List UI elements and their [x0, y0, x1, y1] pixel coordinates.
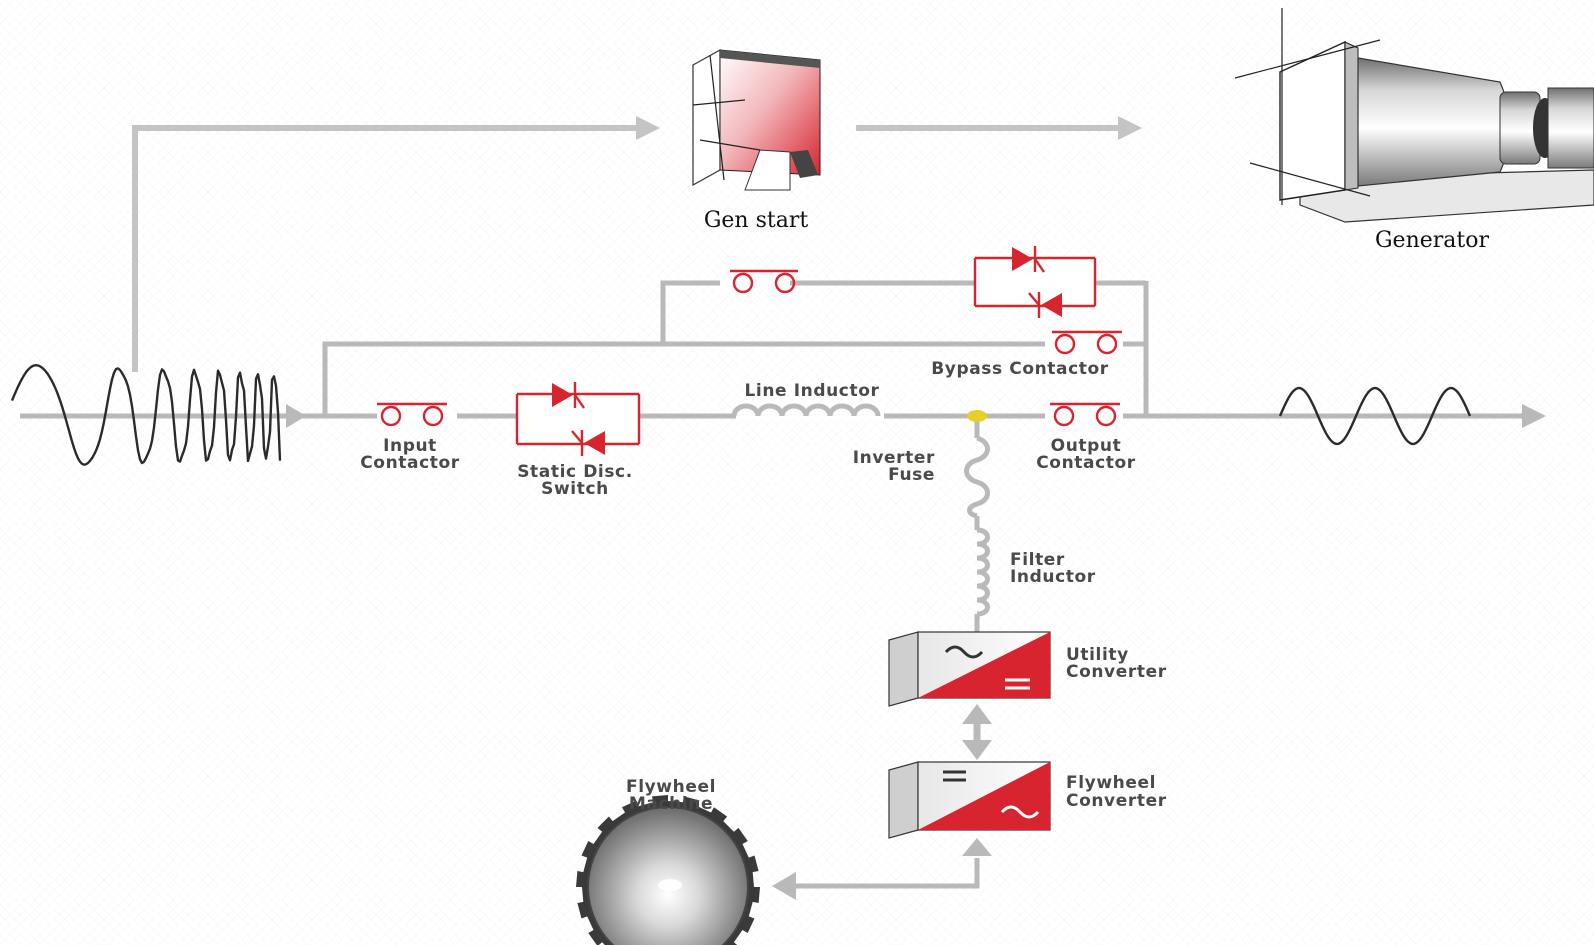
- inverter-fuse-label-line1: Inverter: [853, 448, 935, 468]
- output-contactor-label-line2: Contactor: [1036, 453, 1136, 473]
- ac-dc-converter-icon: [888, 631, 1051, 707]
- bypass-static-switch-symbol: [973, 246, 1097, 318]
- flywheel-disc-icon: [576, 795, 760, 945]
- flywheel-converter-label-line1: Flywheel: [1066, 773, 1156, 793]
- flywheel-converter-label-line2: Converter: [1066, 791, 1167, 811]
- gen-start-label: Gen start: [704, 208, 809, 233]
- flywheel-machine-label-line1: Flywheel: [626, 777, 716, 797]
- input-contactor-symbol: [377, 402, 457, 427]
- static-disc-switch-label-line2: Switch: [541, 479, 609, 499]
- static-disc-switch-symbol: [515, 382, 641, 456]
- filter-inductor-label-line2: Inductor: [1010, 567, 1096, 587]
- input-contactor-label-line2: Contactor: [360, 453, 460, 473]
- utility-converter-label-line2: Converter: [1066, 662, 1167, 682]
- flywheel-machine-label-line2: Machine: [629, 794, 713, 814]
- line-inductor-symbol: [731, 403, 884, 420]
- inverter-junction-dot: [967, 410, 987, 422]
- input-distorted-waveform: [10, 364, 282, 466]
- utility-converter-label-line1: Utility: [1066, 645, 1129, 665]
- filter-inductor-label-line1: Filter: [1010, 550, 1065, 570]
- bypass-contactor-label: Bypass Contactor: [931, 359, 1109, 379]
- power-bus-wiring: [20, 280, 1546, 889]
- gen-start-switchgear-icon: [692, 48, 821, 191]
- output-contactor-symbol: [1045, 402, 1123, 427]
- static-disc-switch-label-line1: Static Disc.: [517, 462, 633, 482]
- flywheel-feed-arrowhead: [772, 872, 796, 900]
- generator-icon: [1234, 8, 1594, 223]
- output-contactor-label-line1: Output: [1051, 436, 1122, 456]
- flywheel-converter-up-arrowhead: [962, 838, 992, 856]
- bypass-contactor-symbol: [1045, 330, 1123, 355]
- generator-label: Generator: [1375, 228, 1490, 253]
- input-contactor-label-line1: Input: [383, 436, 437, 456]
- inverter-fuse-label-line2: Fuse: [888, 465, 935, 485]
- converter-bidirectional-arrow: [962, 704, 992, 760]
- dc-ac-converter-icon: [888, 761, 1051, 839]
- bypass-top-contactor-symbol: [720, 269, 798, 294]
- gen-start-signal-path: [132, 116, 1142, 372]
- output-clean-waveform: [1278, 386, 1472, 446]
- line-inductor-label: Line Inductor: [745, 381, 880, 401]
